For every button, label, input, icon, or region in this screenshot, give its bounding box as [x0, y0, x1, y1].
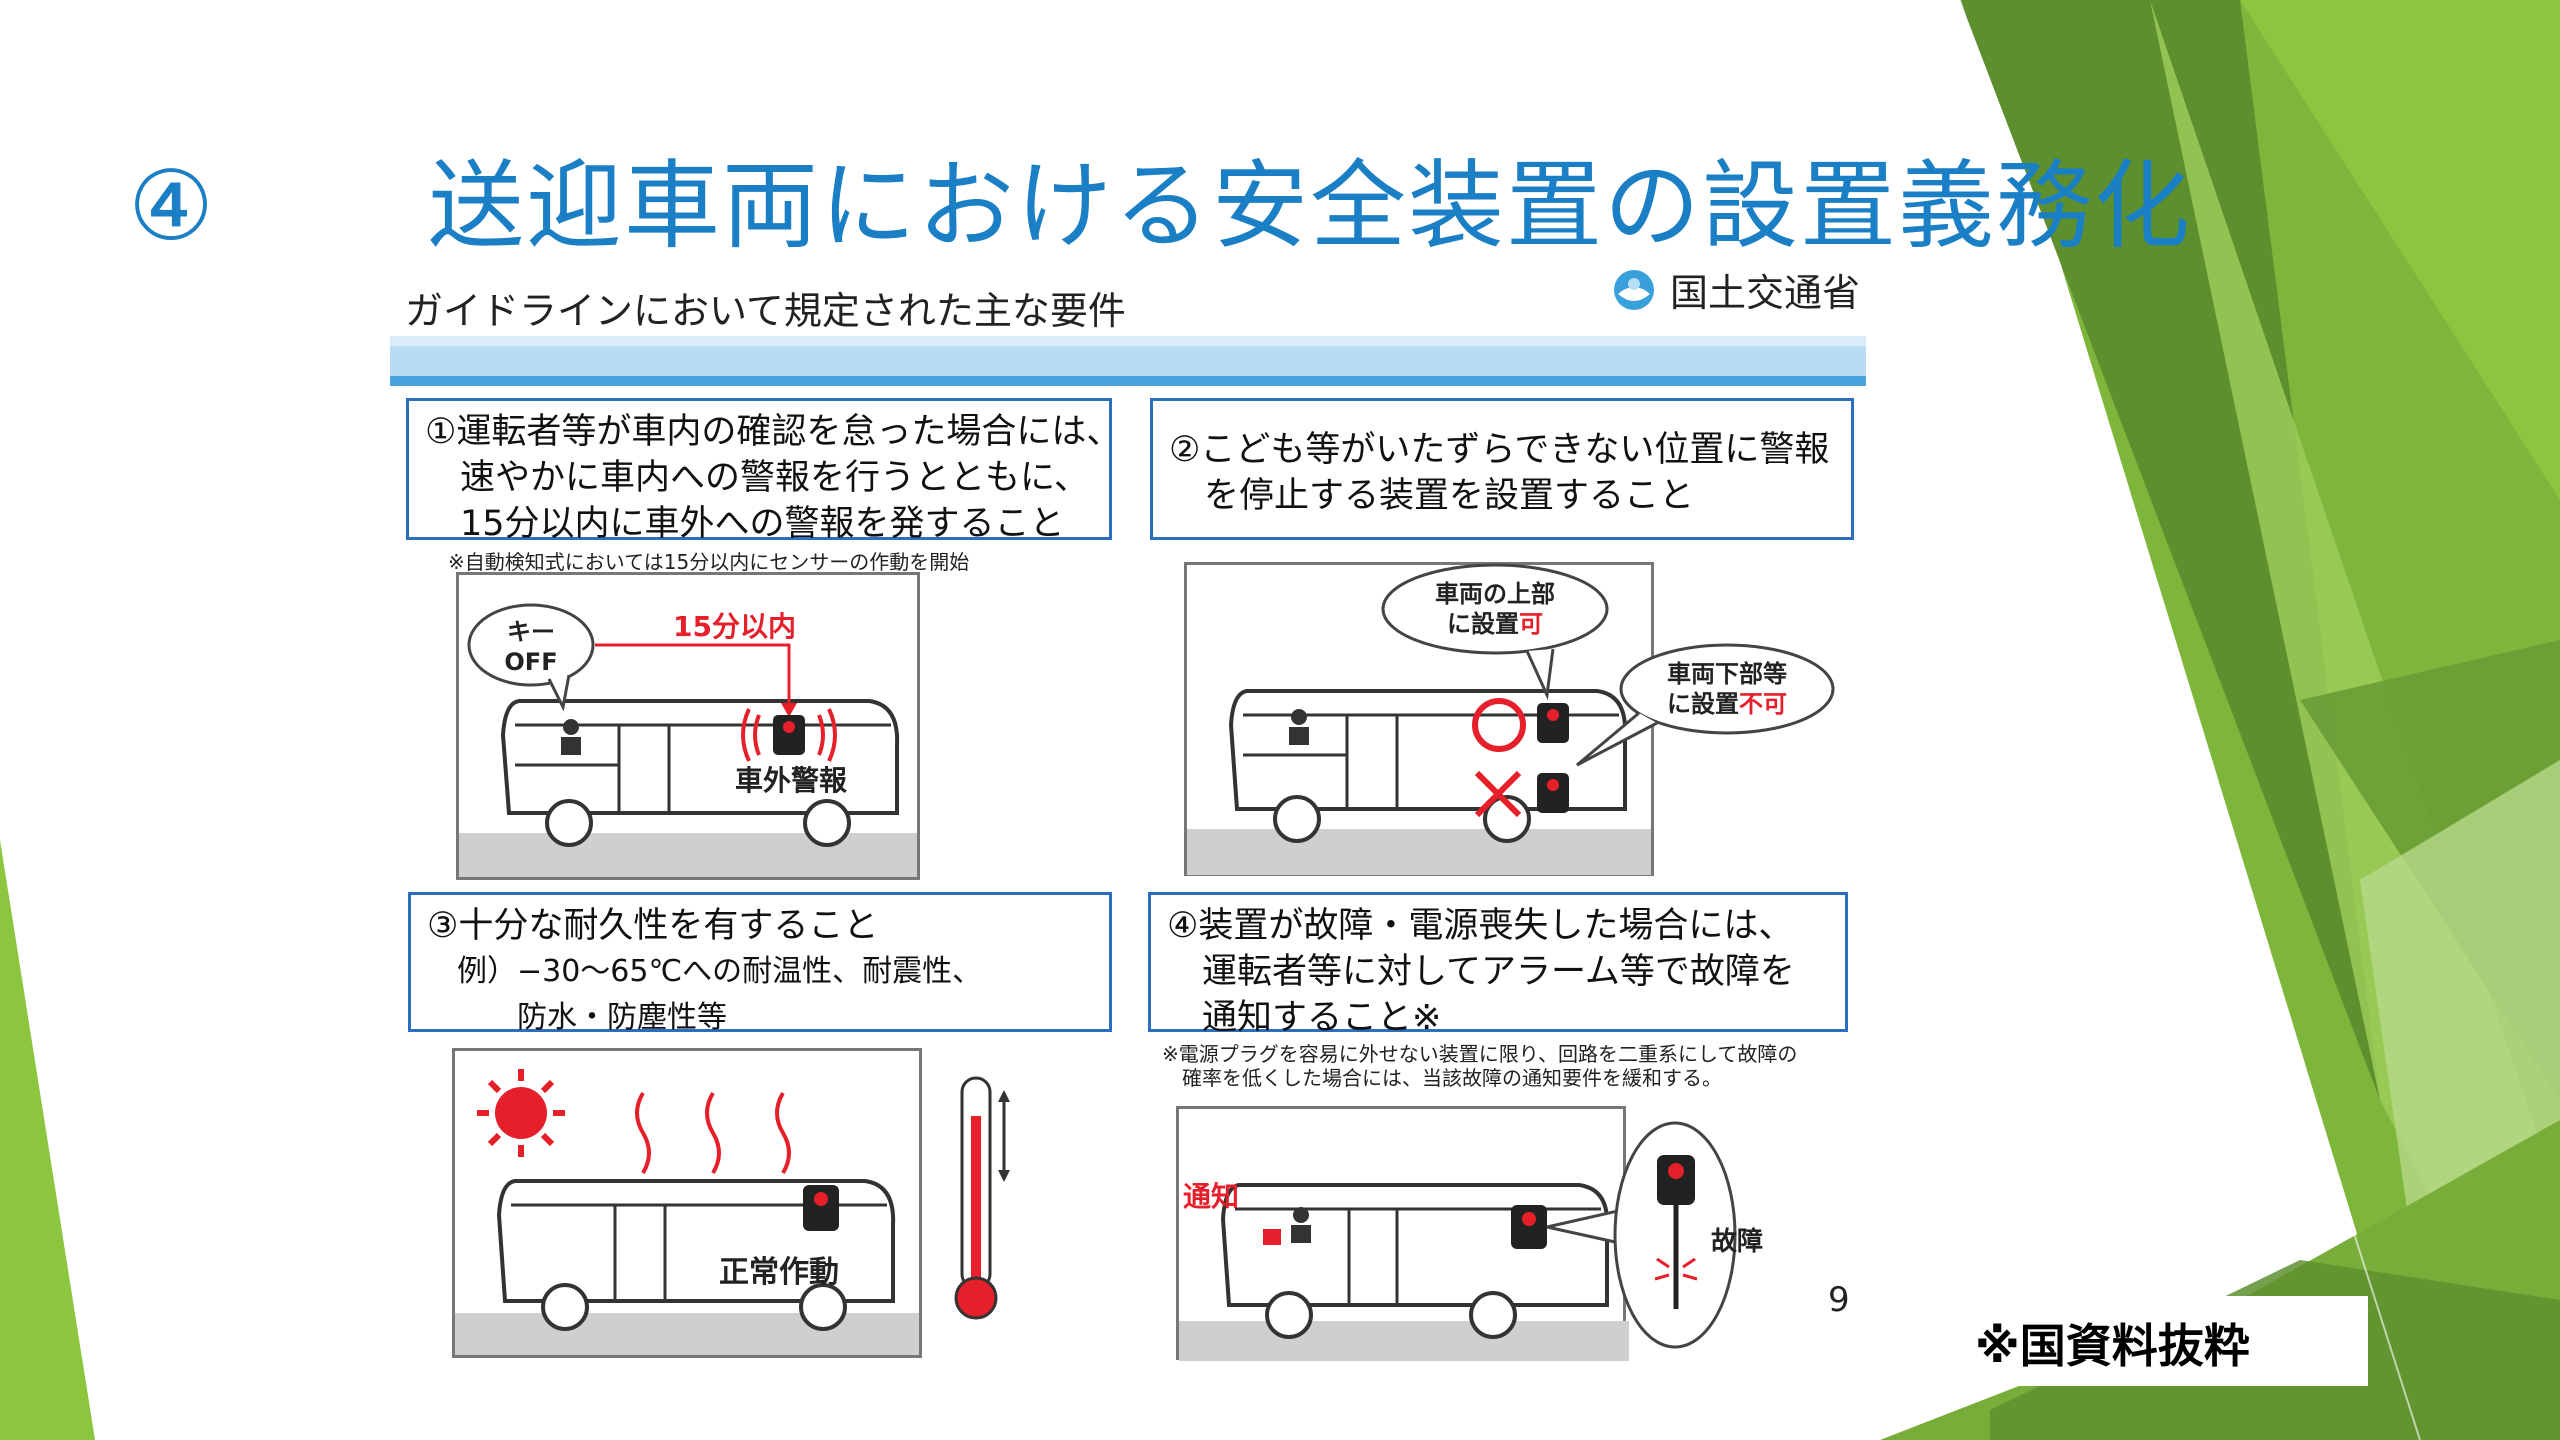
ministry-emblem-icon	[1614, 269, 1654, 310]
bubble-line: OFF	[504, 648, 558, 676]
requirement-1-line: 15分以内に車外への警報を発すること	[425, 504, 1065, 544]
document-heading: ガイドラインにおいて規定された主な要件	[405, 289, 1126, 333]
normal-operation-label: 正常作動	[719, 1255, 839, 1290]
not-allowed-mark: 不可	[1739, 690, 1787, 718]
requirement-4-box: ④装置が故障・電源喪失した場合には、 運転者等に対してアラーム等で故障を 通知す…	[1148, 892, 1848, 1038]
requirement-4-line: 運転者等に対してアラーム等で故障を	[1167, 952, 1795, 992]
slide-title: ④ 送迎車両における安全装置の設置義務化	[128, 128, 2192, 267]
illustration-panel-3: 正常作動	[452, 1048, 922, 1358]
requirement-2-line: ②こども等がいたずらできない位置に警報	[1169, 430, 1830, 470]
requirement-2-line: を停止する装置を設置すること	[1169, 476, 1695, 516]
ministry-logo: 国土交通省	[1612, 262, 1860, 317]
source-note-backdrop	[1948, 1296, 2368, 1386]
ministry-name: 国土交通省	[1670, 271, 1861, 315]
requirement-2-box: ②こども等がいたずらできない位置に警報 を停止する装置を設置すること	[1150, 398, 1854, 540]
requirement-1-note: ※自動検知式においては15分以内にセンサーの作動を開始	[448, 550, 970, 574]
requirement-1-line: 速やかに車内への警報を行うとともに、	[425, 458, 1089, 498]
requirement-3-box: ③十分な耐久性を有すること 例）−30〜65℃への耐温性、耐震性、 防水・防塵性…	[408, 892, 1112, 1035]
requirement-4-line: 通知すること※	[1167, 998, 1442, 1038]
thermometer-icon	[954, 1076, 1010, 1320]
bubble-line: に設置	[1667, 690, 1739, 718]
illustration-panel-1: キー OFF 15分以内 車外警報	[456, 572, 920, 880]
bubble-line: に設置	[1447, 610, 1519, 638]
requirement-1-line: ①運転者等が車内の確認を怠った場合には、	[425, 412, 1122, 452]
page-number: 9	[1828, 1280, 1850, 1320]
requirement-3-line: 例）−30〜65℃への耐温性、耐震性、	[427, 954, 983, 989]
slide-title-text: 送迎車両における安全装置の設置義務化	[428, 150, 2192, 262]
bubble-line: 車両下部等	[1667, 660, 1787, 688]
slide-number: ④	[128, 150, 217, 262]
bubble-line: 車両の上部	[1435, 580, 1555, 608]
allowed-mark: 可	[1519, 610, 1543, 638]
notify-label: 通知	[1183, 1180, 1240, 1213]
requirement-1-box: ①運転者等が車内の確認を怠った場合には、 速やかに車内への警報を行うとともに、 …	[406, 398, 1122, 544]
failure-label: 故障	[1711, 1227, 1764, 1257]
key-off-bubble: キー OFF	[491, 617, 571, 677]
alarm-label: 車外警報	[735, 764, 848, 797]
requirement-4-note: ※電源プラグを容易に外せない装置に限り、回路を二重系にして故障の 確率を低くした…	[1162, 1042, 1797, 1090]
upper-position-bubble: 車両の上部 に設置可	[1425, 579, 1565, 639]
illustration-panel-2: 車両の上部 に設置可 車両下部等 に設置不可	[1184, 562, 1835, 876]
note-line: ※電源プラグを容易に外せない装置に限り、回路を二重系にして故障の	[1162, 1042, 1798, 1066]
lower-position-bubble: 車両下部等 に設置不可	[1657, 659, 1797, 719]
source-note: ※国資料抜粋	[1975, 1319, 2250, 1373]
header-bar	[390, 336, 1866, 386]
requirement-4-line: ④装置が故障・電源喪失した場合には、	[1167, 906, 1794, 946]
requirement-3-line: ③十分な耐久性を有すること	[427, 906, 879, 946]
note-line: 確率を低くした場合には、当該故障の通知要件を緩和する。	[1162, 1066, 1722, 1090]
illustration-panel-4: 通知 故障	[1176, 1106, 1763, 1361]
requirement-3-line: 防水・防塵性等	[427, 1000, 727, 1035]
timer-label: 15分以内	[673, 610, 796, 643]
bubble-line: キー	[507, 618, 555, 646]
